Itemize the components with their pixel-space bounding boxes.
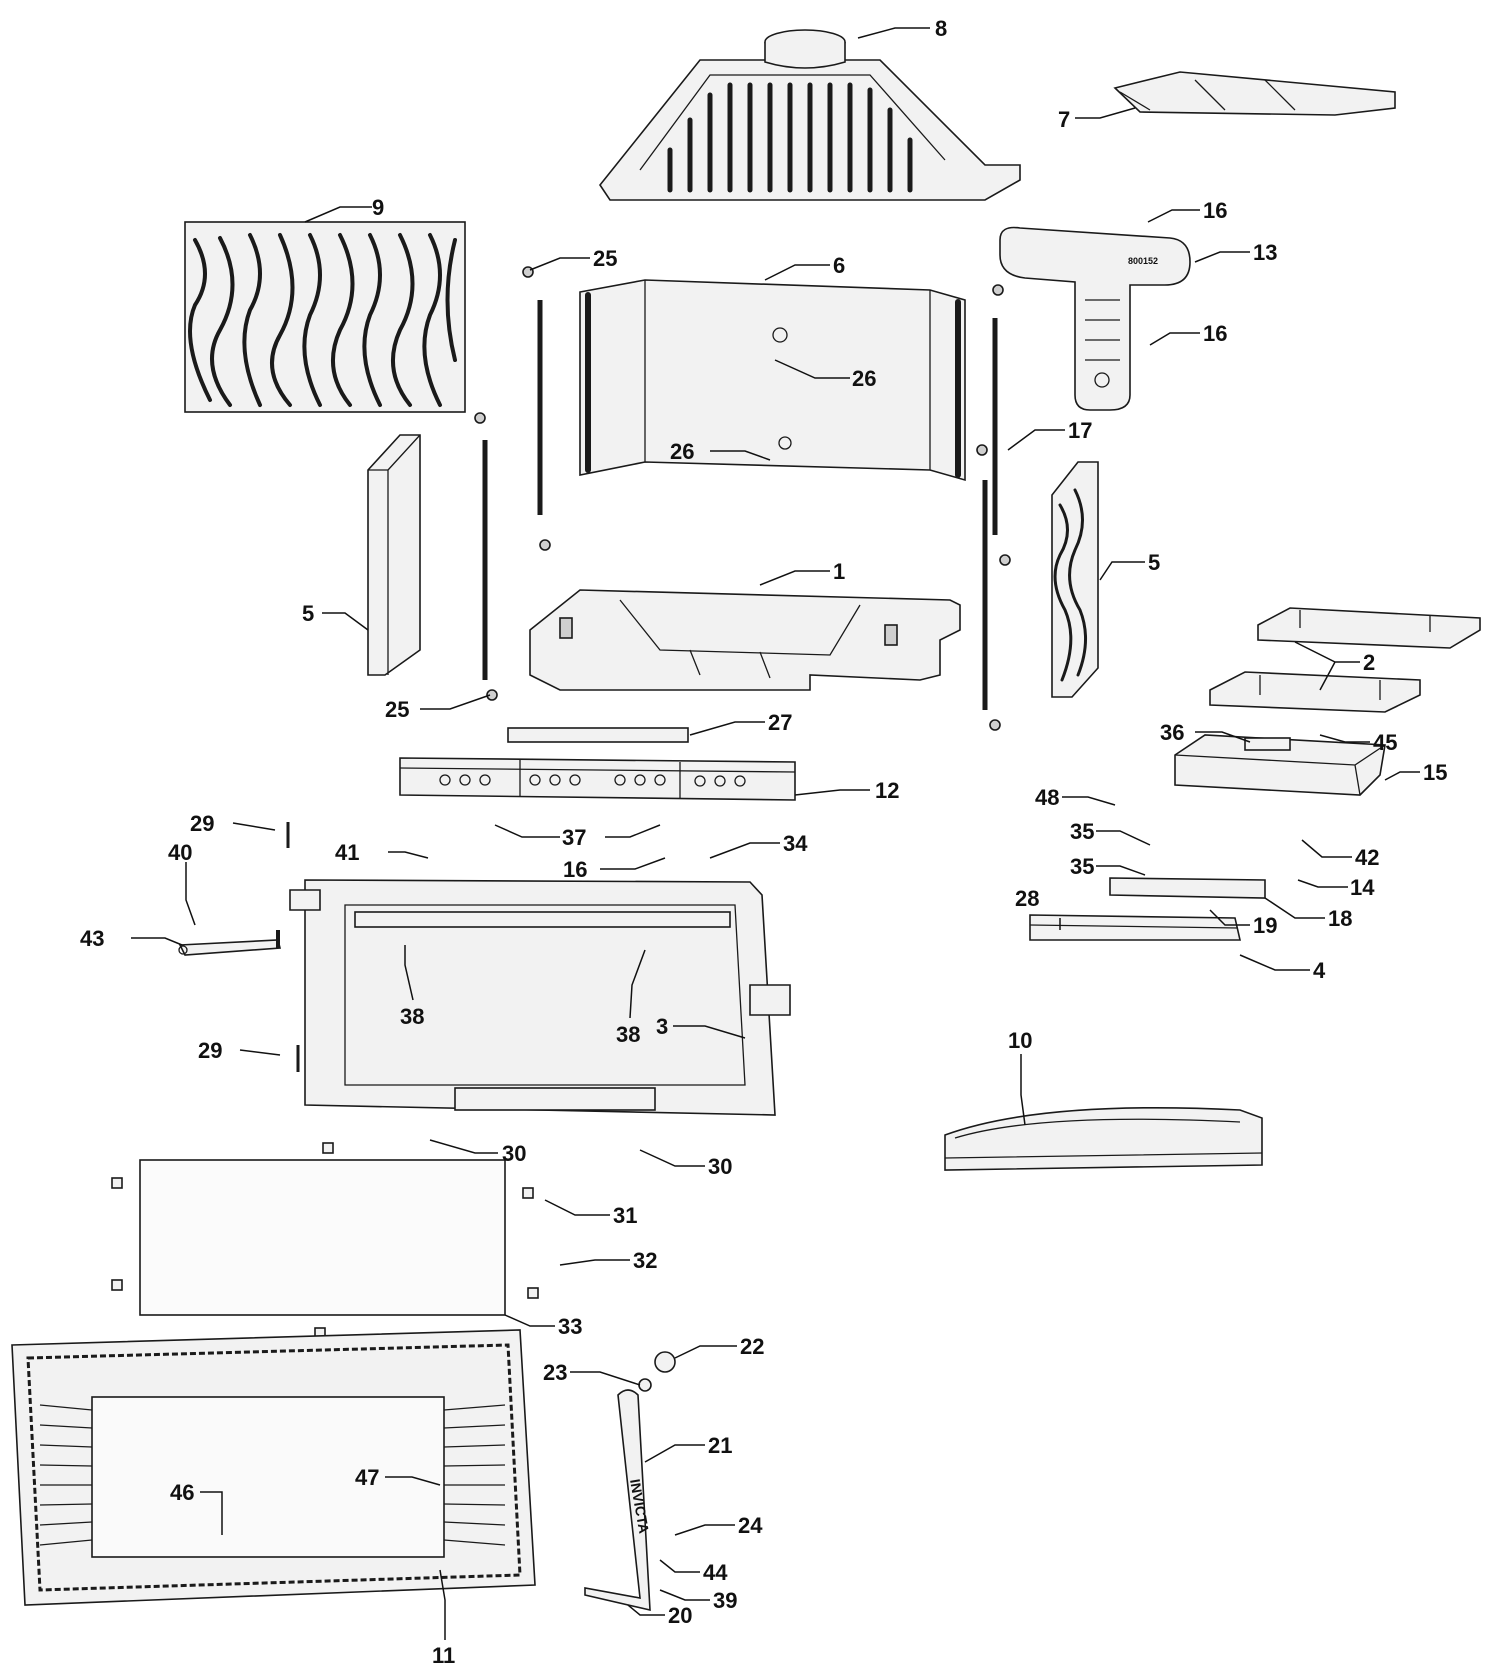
callout-35-top: 35 — [1070, 819, 1094, 844]
callout-20: 20 — [668, 1603, 692, 1628]
callout-48: 48 — [1035, 785, 1059, 810]
part-2-grates — [1209, 607, 1481, 713]
callout-labels: 8 7 9 25 6 16 13 16 26 26 17 5 1 5 2 25 … — [80, 16, 1447, 1668]
part-9-rear-panel — [184, 221, 466, 413]
callout-5-left: 5 — [302, 601, 314, 626]
callout-26-a: 26 — [852, 366, 876, 391]
callout-26-b: 26 — [670, 439, 694, 464]
callout-6: 6 — [833, 253, 845, 278]
callout-40: 40 — [168, 840, 192, 865]
callout-46: 46 — [170, 1480, 194, 1505]
callout-21: 21 — [708, 1433, 732, 1458]
part-22-knob — [654, 1351, 676, 1373]
callout-7: 7 — [1058, 107, 1070, 132]
callout-24: 24 — [738, 1513, 763, 1538]
part-4-tray-front — [1029, 914, 1242, 941]
callout-27: 27 — [768, 710, 792, 735]
callout-42: 42 — [1355, 845, 1379, 870]
callout-38-left: 38 — [400, 1004, 424, 1029]
part-13-t-bracket: 800152 — [999, 226, 1191, 411]
callout-4: 4 — [1313, 958, 1326, 983]
callout-34: 34 — [783, 831, 808, 856]
callout-9: 9 — [372, 195, 384, 220]
callout-16-b: 16 — [1203, 321, 1227, 346]
callout-32: 32 — [633, 1248, 657, 1273]
part-5-side-panel-right — [1051, 461, 1099, 698]
callout-14: 14 — [1350, 875, 1375, 900]
callout-38-right: 38 — [616, 1022, 640, 1047]
callout-17: 17 — [1068, 418, 1092, 443]
part-5-side-panel-left — [367, 434, 421, 676]
leader-lines — [131, 27, 1420, 1640]
callout-15: 15 — [1423, 760, 1447, 785]
part-12-air-manifold — [399, 757, 796, 801]
part-27-bar — [507, 727, 689, 743]
part-33-glass — [139, 1159, 506, 1316]
threaded-rods — [474, 266, 1011, 731]
callout-22: 22 — [740, 1334, 764, 1359]
part-3-front-frame — [289, 879, 791, 1116]
callout-41: 41 — [335, 840, 359, 865]
callout-25-bottom: 25 — [385, 697, 409, 722]
callout-2: 2 — [1363, 650, 1375, 675]
part-1-firebox-base — [529, 589, 961, 691]
callout-12: 12 — [875, 778, 899, 803]
callout-1: 1 — [833, 559, 845, 584]
callout-5-right: 5 — [1148, 550, 1160, 575]
callout-44: 44 — [703, 1560, 728, 1585]
callout-35-bottom: 35 — [1070, 854, 1094, 879]
callout-25-top: 25 — [593, 246, 617, 271]
part-6-rear-wall — [579, 279, 966, 482]
part-7-baffle-plate — [1113, 71, 1396, 116]
callout-43: 43 — [80, 926, 104, 951]
callout-28: 28 — [1015, 886, 1039, 911]
callout-29-top: 29 — [190, 811, 214, 836]
part-8-top-hood — [599, 29, 1021, 201]
part-13-stamp-text: 800152 — [1128, 256, 1158, 266]
callout-3: 3 — [656, 1014, 668, 1039]
callout-16-a: 16 — [1203, 198, 1227, 223]
callout-18: 18 — [1328, 906, 1352, 931]
callout-19: 19 — [1253, 913, 1277, 938]
part-15-ash-tray — [1174, 734, 1386, 796]
callout-47: 47 — [355, 1465, 379, 1490]
callout-16-c: 16 — [563, 857, 587, 882]
callout-45: 45 — [1373, 730, 1397, 755]
callout-33: 33 — [558, 1314, 582, 1339]
callout-30-right: 30 — [708, 1154, 732, 1179]
callout-37-left: 37 — [562, 825, 586, 850]
part-11-door — [11, 1329, 536, 1606]
callout-29-bottom: 29 — [198, 1038, 222, 1063]
glass-clips — [111, 1142, 539, 1339]
callout-10: 10 — [1008, 1028, 1032, 1053]
callout-11: 11 — [432, 1643, 455, 1668]
callout-36: 36 — [1160, 720, 1184, 745]
part-10-deflector — [944, 1106, 1263, 1171]
callout-39: 39 — [713, 1588, 737, 1613]
callout-13: 13 — [1253, 240, 1277, 265]
callout-31: 31 — [613, 1203, 637, 1228]
callout-8: 8 — [935, 16, 947, 41]
part-43-lever — [178, 930, 282, 956]
part-18-slide-plate — [1109, 877, 1266, 899]
part-21-handle: INVICTA — [584, 1389, 652, 1612]
part-23-ring — [638, 1378, 652, 1392]
callout-23: 23 — [543, 1360, 567, 1385]
callout-30-left: 30 — [502, 1141, 526, 1166]
